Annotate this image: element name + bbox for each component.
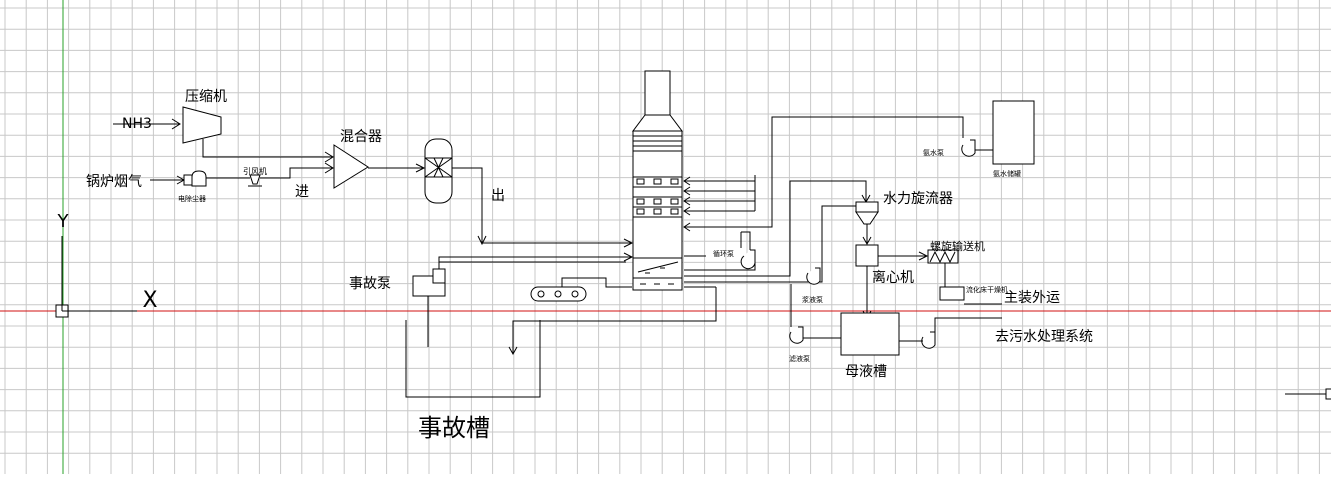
mixer-label: 混合器 <box>340 129 382 145</box>
ammonia-pump-label: 氨水泵 <box>923 148 944 157</box>
boiler-flue-gas-label: 锅炉烟气 <box>86 174 142 190</box>
centrifuge[interactable]: 离心机 <box>855 244 914 286</box>
induced-fan-label: 引风机 <box>243 166 267 176</box>
mother-liquor-tank[interactable]: 母液槽 <box>840 312 900 380</box>
nh3-feed: NH3 <box>113 116 181 132</box>
hydrocyclone[interactable]: 水力旋流器 <box>855 191 953 225</box>
ucs-icon[interactable]: Y X <box>55 211 158 318</box>
accident-pump-label: 事故泵 <box>349 276 391 292</box>
induced-draft-fan[interactable]: 引风机 <box>243 166 267 187</box>
screw-conveyor-label: 螺旋输送机 <box>930 239 985 253</box>
mixer[interactable]: 混合器 <box>333 129 382 189</box>
ammonia-tank-label: 氨水储罐 <box>993 169 1021 178</box>
ammonia-pump[interactable]: 氨水泵 <box>923 139 976 157</box>
inlet-label: 进 <box>295 184 309 200</box>
mother-liquor-tank-label: 母液槽 <box>845 364 887 380</box>
screw-conveyor[interactable]: 螺旋输送机 <box>927 239 985 264</box>
esp-label: 电除尘器 <box>178 194 206 203</box>
slurry-pump-label: 浆液泵 <box>802 295 823 304</box>
static-mixer-vessel[interactable] <box>424 138 453 204</box>
accident-pump[interactable]: 事故泵 <box>349 268 446 297</box>
fluid-bed-dryer-label: 流化床干燥机 <box>966 285 1008 294</box>
circulation-pump[interactable]: 循环泵 <box>713 249 756 270</box>
ucs-y-label: Y <box>57 211 70 232</box>
packing-transport-label: 主装外运 <box>1004 290 1060 306</box>
outlet-label: 出 <box>491 188 505 204</box>
absorption-tower[interactable] <box>632 70 683 291</box>
centrifuge-label: 离心机 <box>872 269 914 286</box>
filtrate-pump[interactable]: 滤液泵 <box>789 326 810 363</box>
compressor-label: 压缩机 <box>185 89 227 105</box>
belt-conveyor[interactable] <box>530 286 587 302</box>
accident-tank[interactable]: 事故槽 <box>405 320 541 442</box>
ammonia-tank[interactable]: 氨水储罐 <box>992 100 1035 178</box>
accident-tank-label: 事故槽 <box>418 414 490 442</box>
slurry-pump[interactable]: 浆液泵 <box>802 267 823 304</box>
wastewater-pump[interactable] <box>921 331 936 349</box>
filtrate-pump-label: 滤液泵 <box>789 354 810 363</box>
electrostatic-precipitator[interactable]: 电除尘器 <box>178 170 207 203</box>
fluid-bed-dryer[interactable]: 流化床干燥机 <box>939 285 1008 301</box>
ucs-x-label: X <box>142 288 157 313</box>
compressor[interactable]: 压缩机 <box>182 89 227 144</box>
hydrocyclone-label: 水力旋流器 <box>883 191 953 207</box>
edge-marker <box>1285 388 1331 400</box>
to-wastewater-label: 去污水处理系统 <box>995 329 1093 345</box>
circulation-pump-label: 循环泵 <box>713 249 734 258</box>
